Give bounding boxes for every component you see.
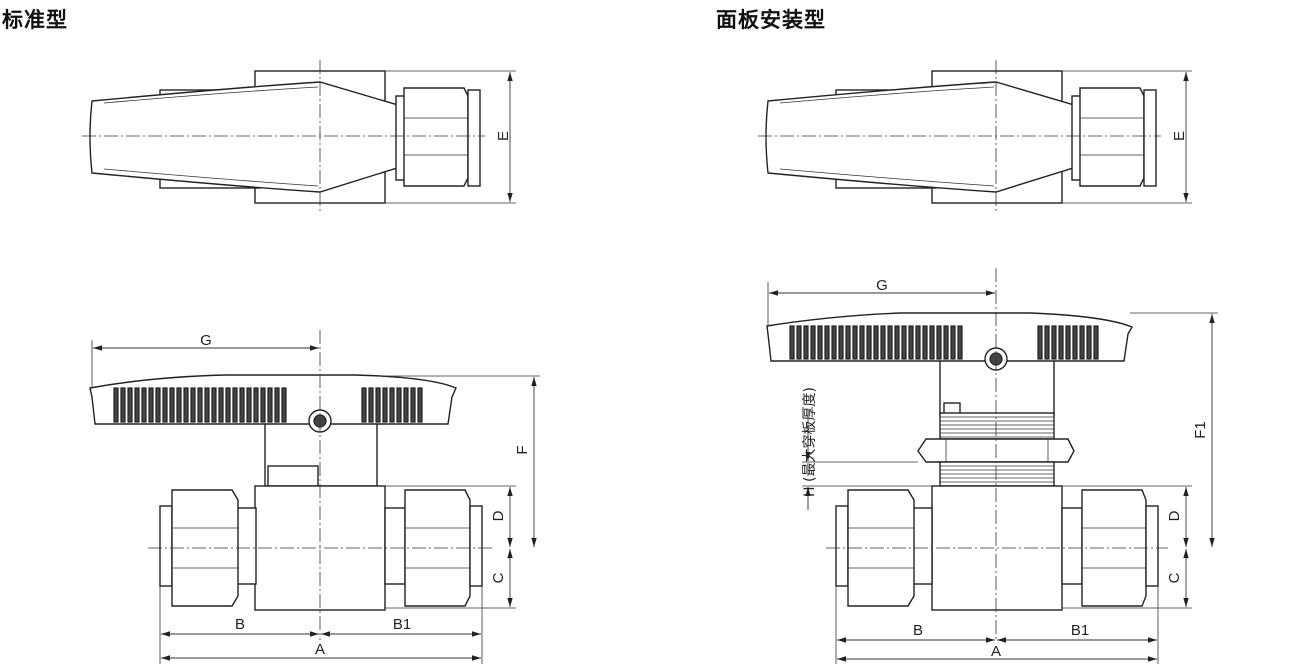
thread-lines-upper <box>940 416 1054 438</box>
standard-top-view <box>82 60 516 212</box>
dim-label-f1: F1 <box>1192 421 1209 439</box>
dim-label-a-standard: A <box>315 641 325 658</box>
dim-label-g-standard: G <box>200 332 212 349</box>
dim-label-b-panel: B <box>913 622 923 639</box>
dim-label-c-panel: C <box>1166 572 1183 583</box>
dim-label-g-panel: G <box>876 277 888 294</box>
dim-label-f: F <box>514 445 531 454</box>
handle-grip-ribs-right <box>1037 325 1099 360</box>
handle-grip-ribs-left <box>113 387 287 423</box>
dim-label-d-standard: D <box>490 510 507 521</box>
dim-label-a-panel: A <box>991 643 1001 660</box>
standard-front-view <box>89 330 540 664</box>
standard-type-title: 标准型 <box>2 8 68 32</box>
thread-lines-lower <box>940 465 1054 483</box>
panel-mount-type-title: 面板安装型 <box>716 8 826 32</box>
dim-label-e-panel: E <box>1171 131 1188 141</box>
dim-label-h-panel-thickness: H (最大穿板厚度) <box>802 387 818 497</box>
dim-label-d-panel: D <box>1166 510 1183 521</box>
dim-label-b-standard: B <box>235 616 245 633</box>
handle-grip-ribs-right <box>361 387 423 423</box>
panel-mount-front-view <box>766 268 1218 664</box>
dim-label-b1-panel: B1 <box>1071 622 1089 639</box>
dim-label-e-standard: E <box>495 131 512 141</box>
panel-mount-top-view <box>758 60 1192 212</box>
dim-label-c-standard: C <box>490 572 507 583</box>
dim-label-b1-standard: B1 <box>393 616 411 633</box>
handle-grip-ribs-left <box>789 325 963 360</box>
